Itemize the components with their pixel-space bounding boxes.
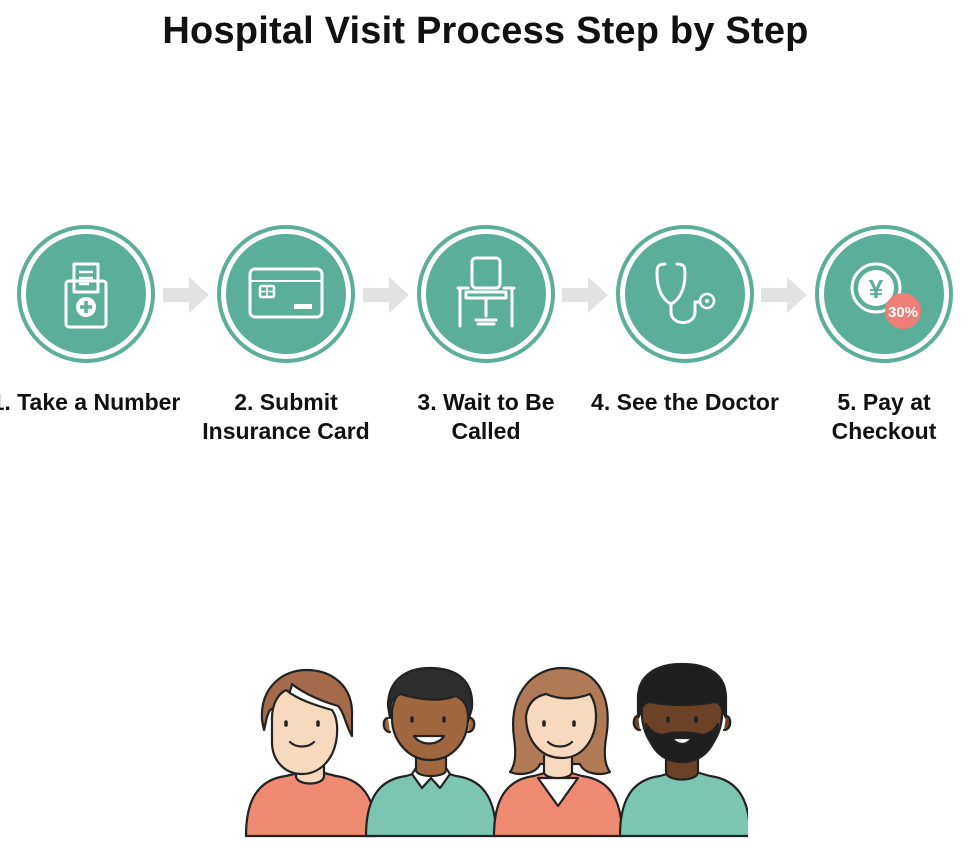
step-2-label: 2. Submit Insurance Card xyxy=(202,389,370,444)
yen-coin-icon: ¥ xyxy=(850,262,902,314)
arrow-right-icon xyxy=(761,277,807,313)
step-4-circle xyxy=(615,224,755,364)
ticket-plus-icon xyxy=(64,262,108,329)
person-man-beard xyxy=(618,662,752,838)
credit-card-icon xyxy=(248,267,324,319)
person-man-short-hair xyxy=(364,666,498,838)
step-3: 3. Wait to Be Called xyxy=(386,224,586,484)
chair-icon xyxy=(456,256,516,328)
arrow-right-icon xyxy=(163,277,209,313)
person-woman-short-hair xyxy=(244,668,378,838)
arrow-right-icon xyxy=(562,277,608,313)
stethoscope-icon xyxy=(655,262,716,324)
step-4-label: 4. See the Doctor xyxy=(591,389,779,415)
step-2-circle xyxy=(216,224,356,364)
step-3-circle xyxy=(416,224,556,364)
svg-text:30%: 30% xyxy=(888,304,918,321)
people-illustration xyxy=(238,658,752,838)
step-3-label: 3. Wait to Be Called xyxy=(417,389,555,444)
step-5-label: 5. Pay at Checkout xyxy=(831,389,937,444)
step-1: 1. Take a Number xyxy=(0,224,186,484)
step-2: 2. Submit Insurance Card xyxy=(186,224,386,484)
step-4: 4. See the Doctor xyxy=(585,224,785,484)
page-title: Hospital Visit Process Step by Step xyxy=(162,10,809,52)
svg-text:¥: ¥ xyxy=(869,274,884,304)
discount-badge: 30% xyxy=(885,293,921,329)
step-5: ¥ 30% 5. Pay at Checkout xyxy=(784,224,971,484)
arrow-right-icon xyxy=(363,277,409,313)
step-1-circle xyxy=(16,224,156,364)
person-woman-long-hair xyxy=(492,666,624,838)
step-5-circle: ¥ 30% xyxy=(814,224,954,364)
step-1-label: 1. Take a Number xyxy=(0,389,181,415)
